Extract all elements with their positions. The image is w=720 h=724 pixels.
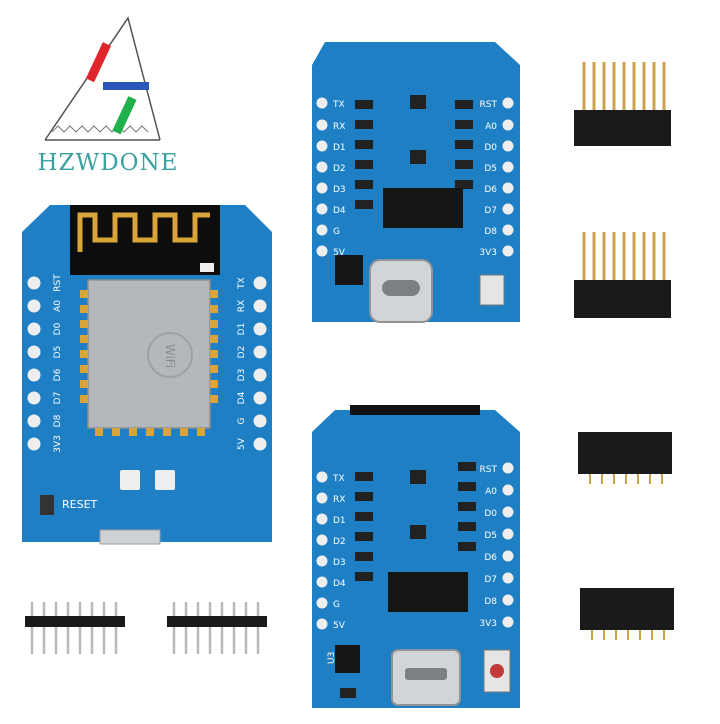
pin-label: D1 — [237, 323, 247, 336]
u3-label: U3 — [327, 652, 337, 664]
pin-label: D5 — [484, 164, 497, 174]
pin-label: D3 — [333, 558, 346, 568]
pin-label: D1 — [333, 143, 346, 153]
pin-label: G — [333, 227, 340, 237]
pin-label: D6 — [53, 368, 63, 381]
pin-label: D4 — [333, 206, 346, 216]
pin-label: D7 — [53, 392, 63, 405]
pin-label: A0 — [53, 300, 63, 312]
brand-logo — [44, 16, 161, 141]
female-header — [574, 62, 671, 146]
logo-blue-bar — [103, 82, 149, 90]
pin-label: D8 — [53, 414, 63, 427]
pin-label: D0 — [53, 322, 63, 335]
logo-green-bar — [112, 96, 137, 135]
shield-board-typec: TX RX D1 D2 D3 D4 G 5V RST A0 D0 D5 D6 D… — [312, 42, 520, 323]
pin-label: D5 — [53, 346, 63, 359]
reset-label: RESET — [62, 498, 98, 511]
pin-label: D6 — [484, 185, 497, 195]
pin-label: RST — [53, 274, 63, 292]
pin-label: D2 — [333, 164, 346, 174]
logo-red-bar — [85, 42, 111, 83]
female-header — [578, 432, 672, 484]
pin-label: TX — [237, 277, 247, 290]
pin-label: D3 — [237, 369, 247, 382]
usb-serial-chip — [383, 188, 463, 228]
female-header — [580, 588, 674, 640]
usb-serial-chip — [388, 572, 468, 612]
pin-label: D3 — [333, 185, 346, 195]
pin-label: D0 — [484, 143, 497, 153]
pin-label: A0 — [485, 122, 497, 132]
pin-label: RX — [237, 300, 247, 312]
pin-label: G — [333, 600, 340, 610]
main-board: WiFi RST A0 D0 D5 D6 D7 — [22, 205, 272, 545]
pin-label: 3V3 — [53, 435, 63, 453]
pin-label: D8 — [484, 597, 497, 607]
male-pin-header — [167, 602, 267, 654]
pin-label: G — [237, 417, 247, 424]
pin-label: A0 — [485, 487, 497, 497]
pin-label: 3V3 — [479, 248, 497, 258]
pin-label: 5V — [237, 437, 247, 450]
pin-label: D0 — [484, 509, 497, 519]
pin-label: D8 — [484, 227, 497, 237]
pin-label: 3V3 — [479, 619, 497, 629]
pin-label: D7 — [484, 206, 497, 216]
pin-label: RST — [480, 100, 498, 110]
pin-label: D7 — [484, 575, 497, 585]
pin-label: 5V — [333, 621, 346, 631]
shield-board-micro: TX RX D1 D2 D3 D4 G 5V RST A0 D0 D5 D6 D… — [312, 405, 520, 708]
brand-name: HZWDONE — [37, 150, 179, 176]
pin-label: RX — [333, 122, 345, 132]
pin-label: TX — [332, 100, 345, 110]
pin-label: RST — [480, 465, 498, 475]
pin-label: TX — [332, 474, 345, 484]
pin-label: D4 — [237, 391, 247, 404]
pin-label: D2 — [333, 537, 346, 547]
pin-label: D5 — [484, 531, 497, 541]
pin-label: D4 — [333, 579, 346, 589]
pin-label: D6 — [484, 553, 497, 563]
module-marking: WiFi — [163, 344, 177, 368]
male-pin-header — [25, 602, 125, 654]
pin-label: D1 — [333, 516, 346, 526]
pin-label: D2 — [237, 346, 247, 359]
pin-label: RX — [333, 495, 345, 505]
pin-label: 5V — [333, 248, 346, 258]
female-header — [574, 232, 671, 318]
